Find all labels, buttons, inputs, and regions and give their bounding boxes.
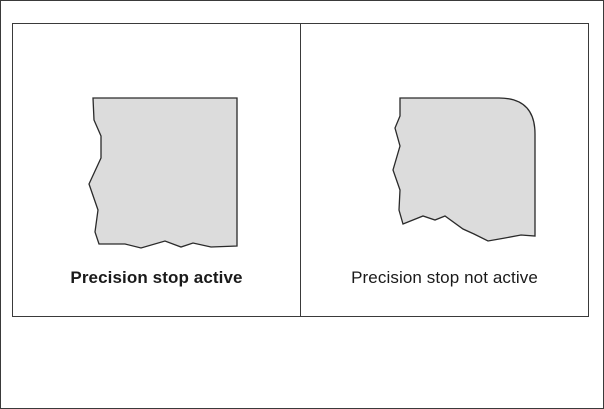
figure-box: Precision stop active Precision stop not… xyxy=(12,23,589,317)
panel-precision-stop-active: Precision stop active xyxy=(13,24,301,316)
rounded-corner-workpiece-shape xyxy=(392,97,536,242)
caption-precision-stop-not-active: Precision stop not active xyxy=(351,268,538,287)
rounded-corner-workpiece-drawing xyxy=(392,97,536,242)
sharp-corner-workpiece-shape xyxy=(88,97,238,249)
caption-precision-stop-active: Precision stop active xyxy=(70,268,243,287)
sharp-corner-workpiece-drawing xyxy=(88,97,238,249)
panel-precision-stop-not-active: Precision stop not active xyxy=(301,24,588,316)
